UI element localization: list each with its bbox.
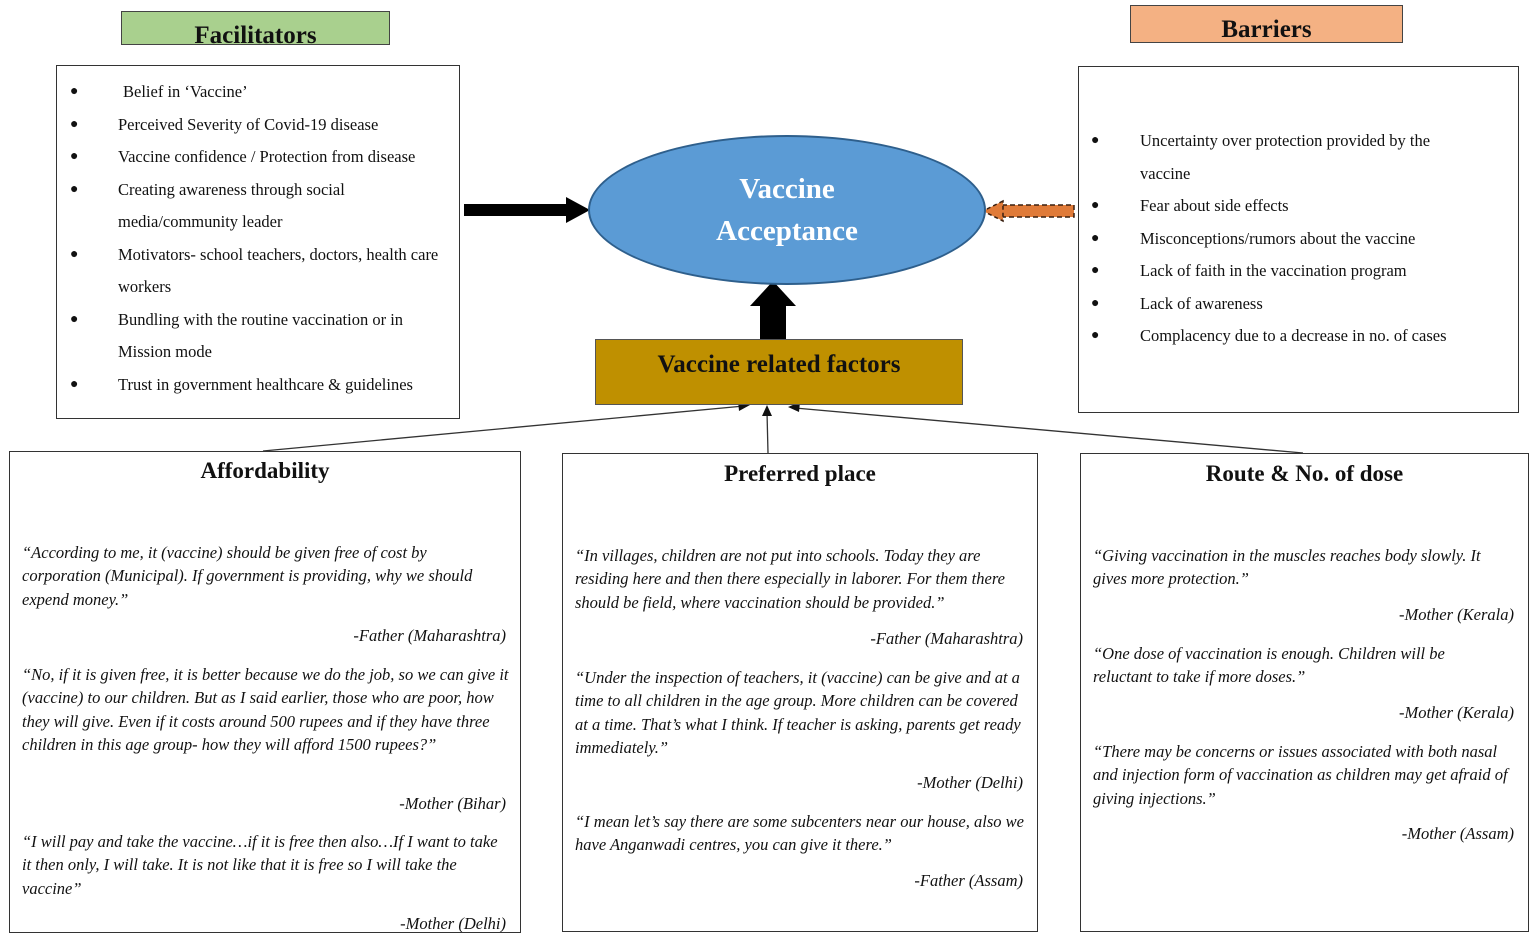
vaccine-acceptance-label: Vaccine Acceptance xyxy=(716,173,858,247)
facilitators-header: Facilitators xyxy=(121,11,390,45)
affordability-quote-2: “No, if it is given free, it is better b… xyxy=(22,665,509,754)
vaccine-related-factors-box: Vaccine related factors xyxy=(595,339,963,405)
facilitator-item: ●Belief in ‘Vaccine’ xyxy=(57,76,461,109)
bullet-icon: ● xyxy=(70,311,79,327)
route-dose-box: Route & No. of dose “Giving vaccination … xyxy=(1080,453,1529,932)
preferred-place-quote-2: “Under the inspection of teachers, it (v… xyxy=(575,668,1021,757)
bullet-icon: ● xyxy=(1091,328,1100,343)
place-connector xyxy=(766,411,769,454)
bullet-icon: ● xyxy=(1091,198,1100,213)
bullet-icon: ● xyxy=(1091,263,1100,278)
route-dose-quote-3: “There may be concerns or issues associa… xyxy=(1093,742,1508,808)
barrier-item: ●Misconceptions/rumors about the vaccine xyxy=(1079,223,1520,256)
affordability-attribution-2: -Mother (Bihar) xyxy=(399,794,506,813)
bullet-icon: ● xyxy=(70,149,79,164)
facilitator-item: ●Creating awareness through social media… xyxy=(57,174,461,239)
preferred-place-quote-1: “In villages, children are not put into … xyxy=(575,546,1005,612)
barrier-item: ●Lack of faith in the vaccination progra… xyxy=(1079,255,1520,288)
facilitator-item: ●Perceived Severity of Covid-19 disease xyxy=(57,109,461,142)
route-dose-quote-2: “One dose of vaccination is enough. Chil… xyxy=(1093,644,1445,687)
bullet-icon: ● xyxy=(1091,295,1100,311)
facilitators-box: ●Belief in ‘Vaccine’ ●Perceived Severity… xyxy=(56,65,460,419)
facilitator-item: ●Motivators- school teachers, doctors, h… xyxy=(57,239,461,304)
facilitator-item: ●Bundling with the routine vaccination o… xyxy=(57,304,461,369)
vaccine-acceptance-ellipse: Vaccine Acceptance xyxy=(588,135,986,285)
bullet-icon: ● xyxy=(1091,230,1100,246)
affordability-quote-3: “I will pay and take the vaccine…if it i… xyxy=(22,832,498,898)
facilitators-list: ●Belief in ‘Vaccine’ ●Perceived Severity… xyxy=(57,76,461,401)
facilitator-item: ●Trust in government healthcare & guidel… xyxy=(57,369,461,402)
place-connector-head xyxy=(762,405,772,416)
route-connector xyxy=(794,407,1304,454)
bullet-icon: ● xyxy=(70,376,79,392)
barriers-title: Barriers xyxy=(1221,16,1312,43)
barriers-arrow-shaft xyxy=(1001,204,1075,218)
affordability-quote-1: “According to me, it (vaccine) should be… xyxy=(22,543,473,609)
barriers-box: ●Uncertainty over protection provided by… xyxy=(1078,66,1519,413)
affordability-attribution-1: -Father (Maharashtra) xyxy=(353,626,506,645)
vaccine-related-factors-label: Vaccine related factors xyxy=(657,351,901,378)
route-dose-attribution-2: -Mother (Kerala) xyxy=(1398,703,1514,722)
preferred-place-quote-3: “I mean let’s say there are some subcent… xyxy=(575,812,1024,855)
facilitators-arrow-shaft xyxy=(464,204,568,216)
bullet-icon: ● xyxy=(70,246,79,262)
barrier-item: ●Lack of awareness xyxy=(1079,288,1520,321)
bullet-icon: ● xyxy=(70,181,79,197)
barriers-list: ●Uncertainty over protection provided by… xyxy=(1079,125,1520,353)
preferred-place-attribution-3: -Father (Assam) xyxy=(914,871,1023,890)
barrier-item: ●Fear about side effects xyxy=(1079,190,1520,223)
affordability-box: Affordability “According to me, it (vacc… xyxy=(9,451,521,933)
preferred-place-title: Preferred place xyxy=(724,461,876,486)
barrier-item: ●Complacency due to a decrease in no. of… xyxy=(1079,320,1520,353)
preferred-place-attribution-2: -Mother (Delhi) xyxy=(917,773,1023,792)
facilitator-item: ●Vaccine confidence / Protection from di… xyxy=(57,141,461,174)
route-dose-quote-1: “Giving vaccination in the muscles reach… xyxy=(1093,546,1481,589)
affordability-title: Affordability xyxy=(200,458,330,483)
route-dose-attribution-1: -Mother (Kerala) xyxy=(1398,605,1514,624)
preferred-place-attribution-1: -Father (Maharashtra) xyxy=(870,629,1023,648)
affordability-attribution-3: -Mother (Delhi) xyxy=(400,914,506,933)
preferred-place-box: Preferred place “In villages, children a… xyxy=(562,453,1038,932)
barriers-arrow-head xyxy=(981,199,1004,223)
affordability-connector xyxy=(262,405,745,452)
bullet-icon: ● xyxy=(1091,133,1100,148)
facilitators-arrow-head xyxy=(566,197,590,223)
route-dose-attribution-3: -Mother (Assam) xyxy=(1401,824,1514,843)
bullet-icon: ● xyxy=(70,84,79,99)
barriers-header: Barriers xyxy=(1130,5,1403,43)
facilitators-title: Facilitators xyxy=(194,22,317,45)
route-dose-title: Route & No. of dose xyxy=(1205,461,1404,486)
bullet-icon: ● xyxy=(70,116,79,132)
factors-arrow-shaft xyxy=(760,305,786,340)
barrier-item: ●Uncertainty over protection provided by… xyxy=(1079,125,1520,190)
factors-arrow-head xyxy=(750,281,796,306)
